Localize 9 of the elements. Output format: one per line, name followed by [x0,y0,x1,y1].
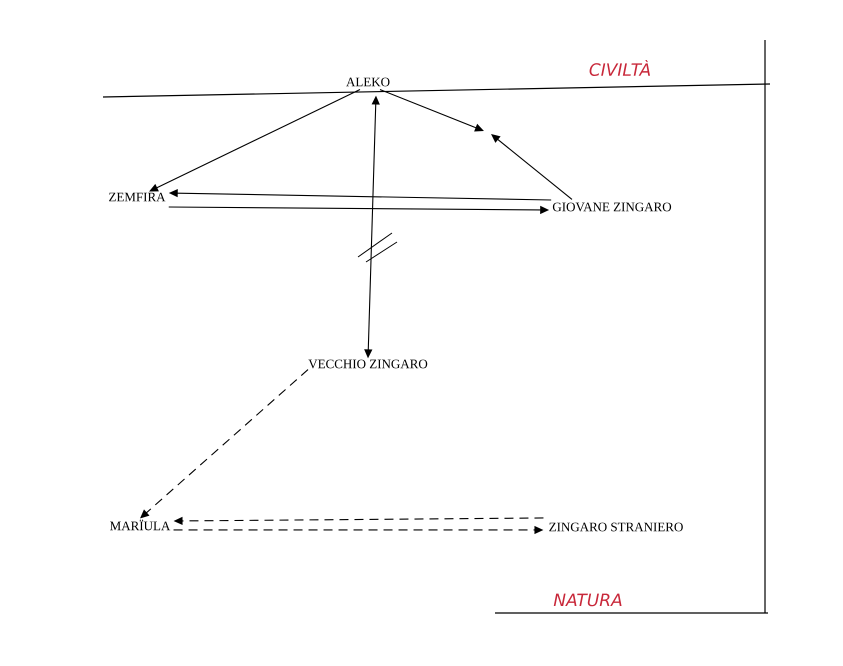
name-label: MARÏULA [110,520,170,530]
region-label: CIVILTÀ [590,60,650,76]
name-label: ZEMFIRA [109,192,166,202]
name-label: ZINGARO STRANIERO [549,522,683,532]
arrow [140,369,308,518]
region-label: NATURA [554,594,622,606]
name-label: VECCHIO ZINGARO [308,360,428,368]
name-label: GIOVANE ZINGARO [552,202,672,212]
name-label: ALEKO [346,78,390,86]
